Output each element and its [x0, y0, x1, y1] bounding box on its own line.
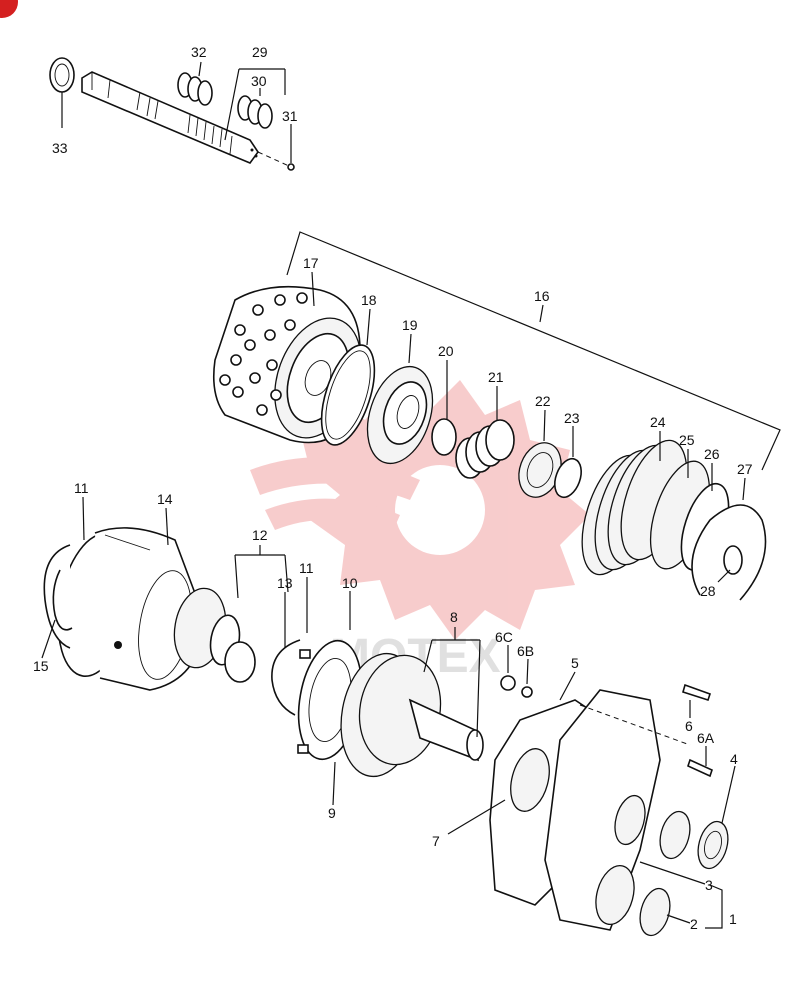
- callout-30: 30: [251, 73, 267, 89]
- callout-24: 24: [650, 414, 666, 430]
- callout-11-left: 11: [74, 480, 89, 496]
- callout-31: 31: [282, 108, 298, 124]
- callout-16: 16: [534, 288, 550, 304]
- callout-32: 32: [191, 44, 207, 60]
- callout-8: 8: [450, 609, 458, 625]
- callout-13: 13: [277, 575, 293, 591]
- callout-7: 7: [432, 833, 440, 849]
- callout-29: 29: [252, 44, 268, 60]
- callout-6b: 6B: [517, 643, 534, 659]
- callout-21: 21: [488, 369, 504, 385]
- output-gear-8: [340, 652, 484, 778]
- callout-6: 6: [685, 718, 693, 734]
- callout-22: 22: [535, 393, 551, 409]
- callout-25: 25: [679, 432, 695, 448]
- piston-19: [366, 365, 434, 465]
- callout-26: 26: [704, 446, 720, 462]
- callout-12: 12: [252, 527, 268, 543]
- callout-27: 27: [737, 461, 753, 477]
- callout-5: 5: [571, 655, 579, 671]
- callout-20: 20: [438, 343, 454, 359]
- callout-4: 4: [730, 751, 738, 767]
- gear-assembly-12: [173, 587, 256, 683]
- callout-6a: 6A: [697, 730, 715, 746]
- callout-17: 17: [303, 255, 319, 271]
- callout-2: 2: [690, 916, 698, 932]
- output-shaft-assembly: [49, 57, 295, 171]
- case-5: [544, 689, 661, 931]
- callout-19: 19: [402, 317, 418, 333]
- clutch-plates-24: [581, 439, 688, 576]
- o-ring-20: [431, 418, 457, 456]
- snap-ring-18: [320, 344, 376, 446]
- callout-6c: 6C: [495, 629, 513, 645]
- snap-ring-23: [554, 457, 582, 499]
- callout-14: 14: [157, 491, 173, 507]
- callout-28: 28: [700, 583, 716, 599]
- callout-33: 33: [52, 140, 68, 156]
- corner-badge: [0, 0, 18, 18]
- spring-21: [455, 419, 515, 479]
- snap-ring-11-center: [271, 639, 301, 716]
- callout-18: 18: [361, 292, 377, 308]
- callout-10: 10: [342, 575, 358, 591]
- callout-3: 3: [705, 877, 713, 893]
- callout-9: 9: [328, 805, 336, 821]
- callout-11-center: 11: [299, 560, 314, 576]
- callout-1: 1: [729, 911, 737, 927]
- callout-23: 23: [564, 410, 580, 426]
- callout-15: 15: [33, 658, 49, 674]
